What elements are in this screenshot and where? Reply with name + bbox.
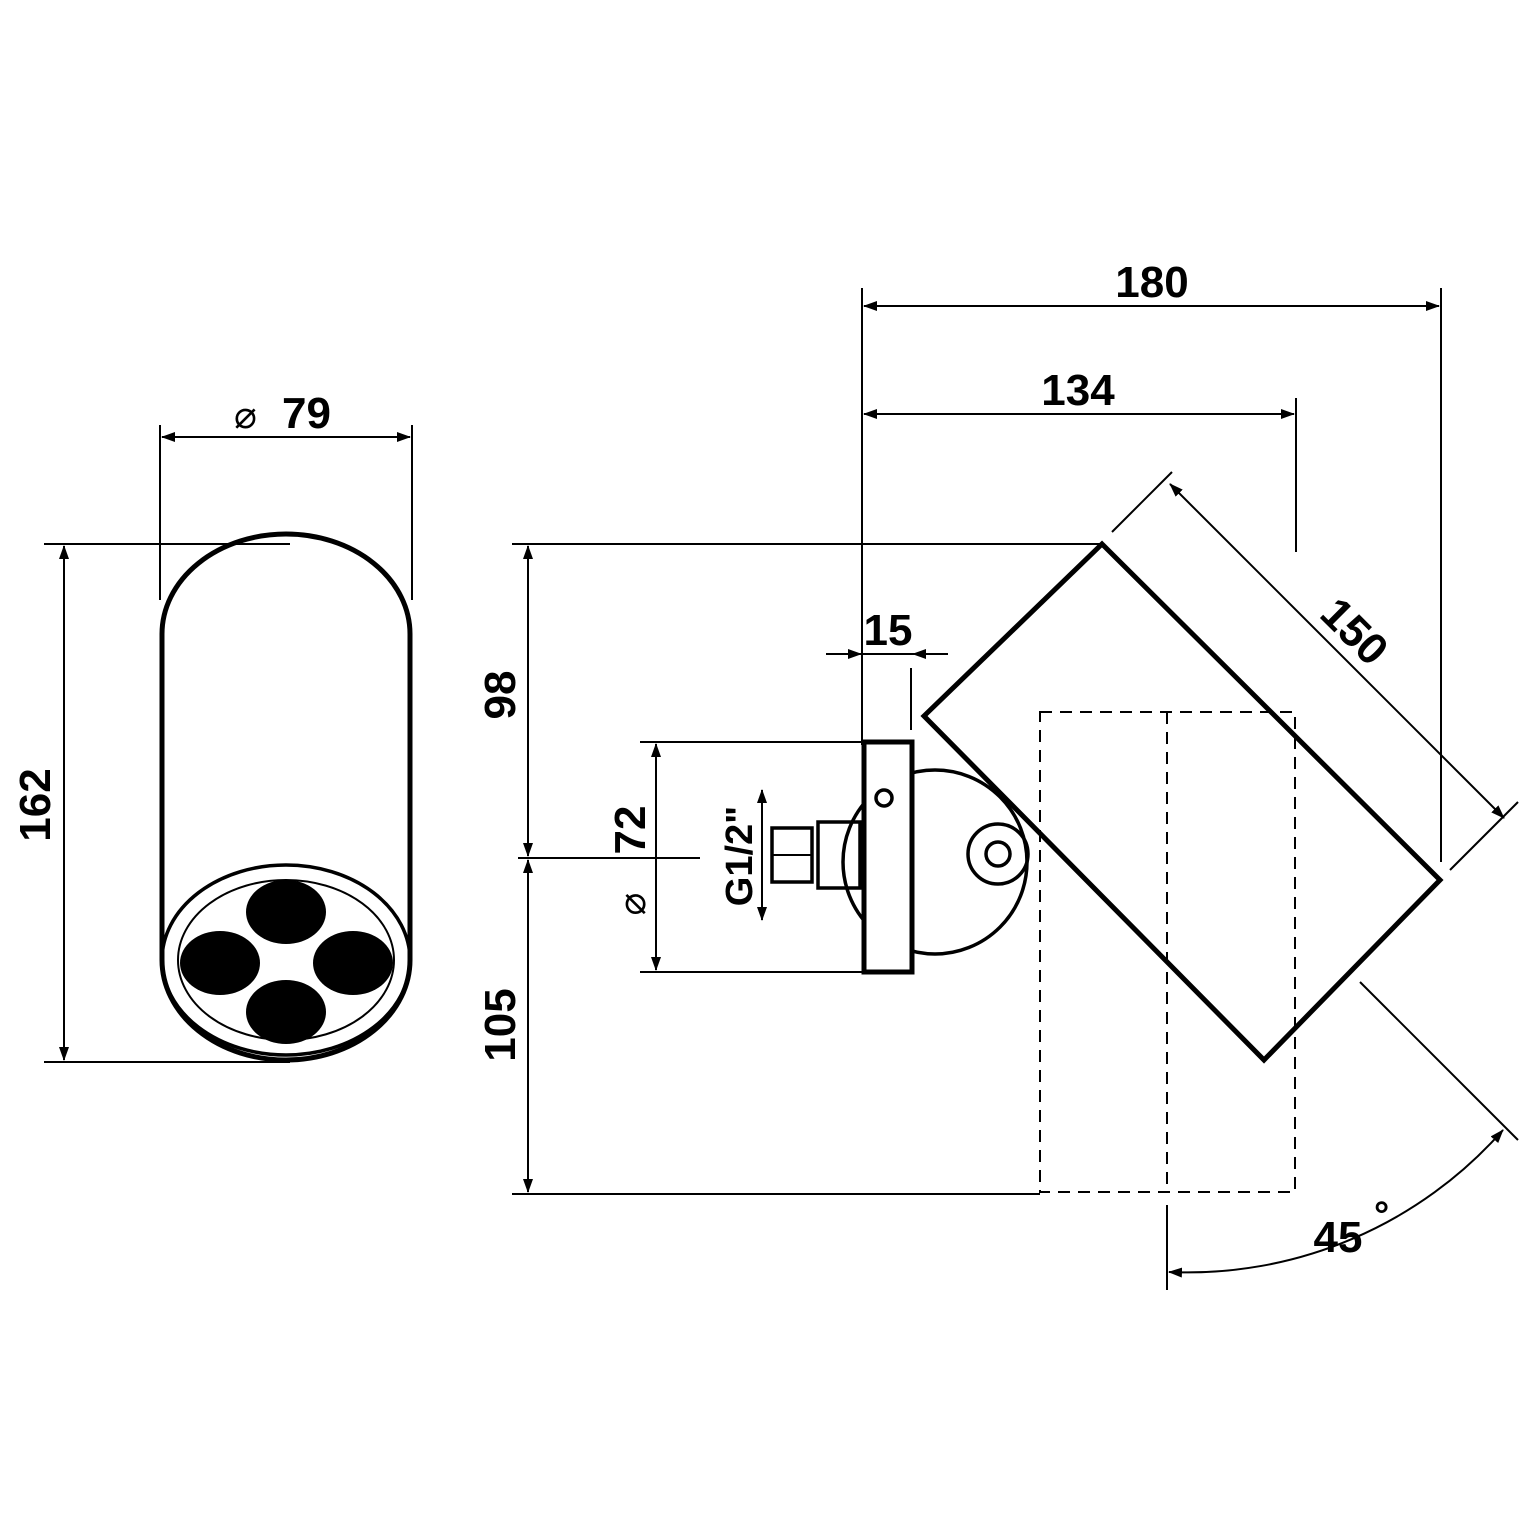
dim-label-angle-45: 45 [1314, 1213, 1363, 1262]
dim-label-head-150: 150 [1311, 588, 1398, 675]
nozzle-left [180, 931, 260, 995]
nozzle-top [246, 880, 326, 944]
swivel-joint-inner [984, 840, 1012, 868]
dim-label-width-180: 180 [1115, 258, 1188, 307]
extension-line [1449, 801, 1519, 871]
swivel-joint-outer [966, 822, 1030, 886]
dim-label-flange-15: 15 [864, 606, 913, 655]
dim-label-height-162: 162 [11, 768, 60, 841]
front-view: ⌀ 79 162 [11, 389, 413, 1063]
extension-line [1359, 981, 1519, 1141]
extension-line [1111, 471, 1173, 533]
wall-flange [861, 739, 915, 975]
front-view-outlet-rim [160, 863, 412, 1057]
thread-connector [816, 820, 862, 890]
degree-symbol: ° [1374, 1195, 1389, 1237]
dim-label-thread: G1/2" [719, 806, 761, 906]
dim-label-width-134: 134 [1041, 366, 1115, 415]
nozzle-right [313, 931, 393, 995]
dim-label-height-105: 105 [476, 988, 525, 1061]
dim-label-diameter-79: 79 [282, 389, 331, 438]
dim-label-diameter-72: 72 [606, 806, 655, 855]
dim-line-head-150 [1169, 483, 1505, 819]
nozzle-bottom [246, 980, 326, 1044]
diameter-symbol: ⌀ [610, 893, 654, 916]
dim-label-height-98: 98 [476, 671, 525, 720]
flange-screw [874, 788, 894, 808]
dim-arc-angle-45 [1168, 1129, 1504, 1278]
side-view: 180 134 150 G1/2" 15 [476, 258, 1519, 1290]
diameter-symbol: ⌀ [234, 393, 257, 437]
